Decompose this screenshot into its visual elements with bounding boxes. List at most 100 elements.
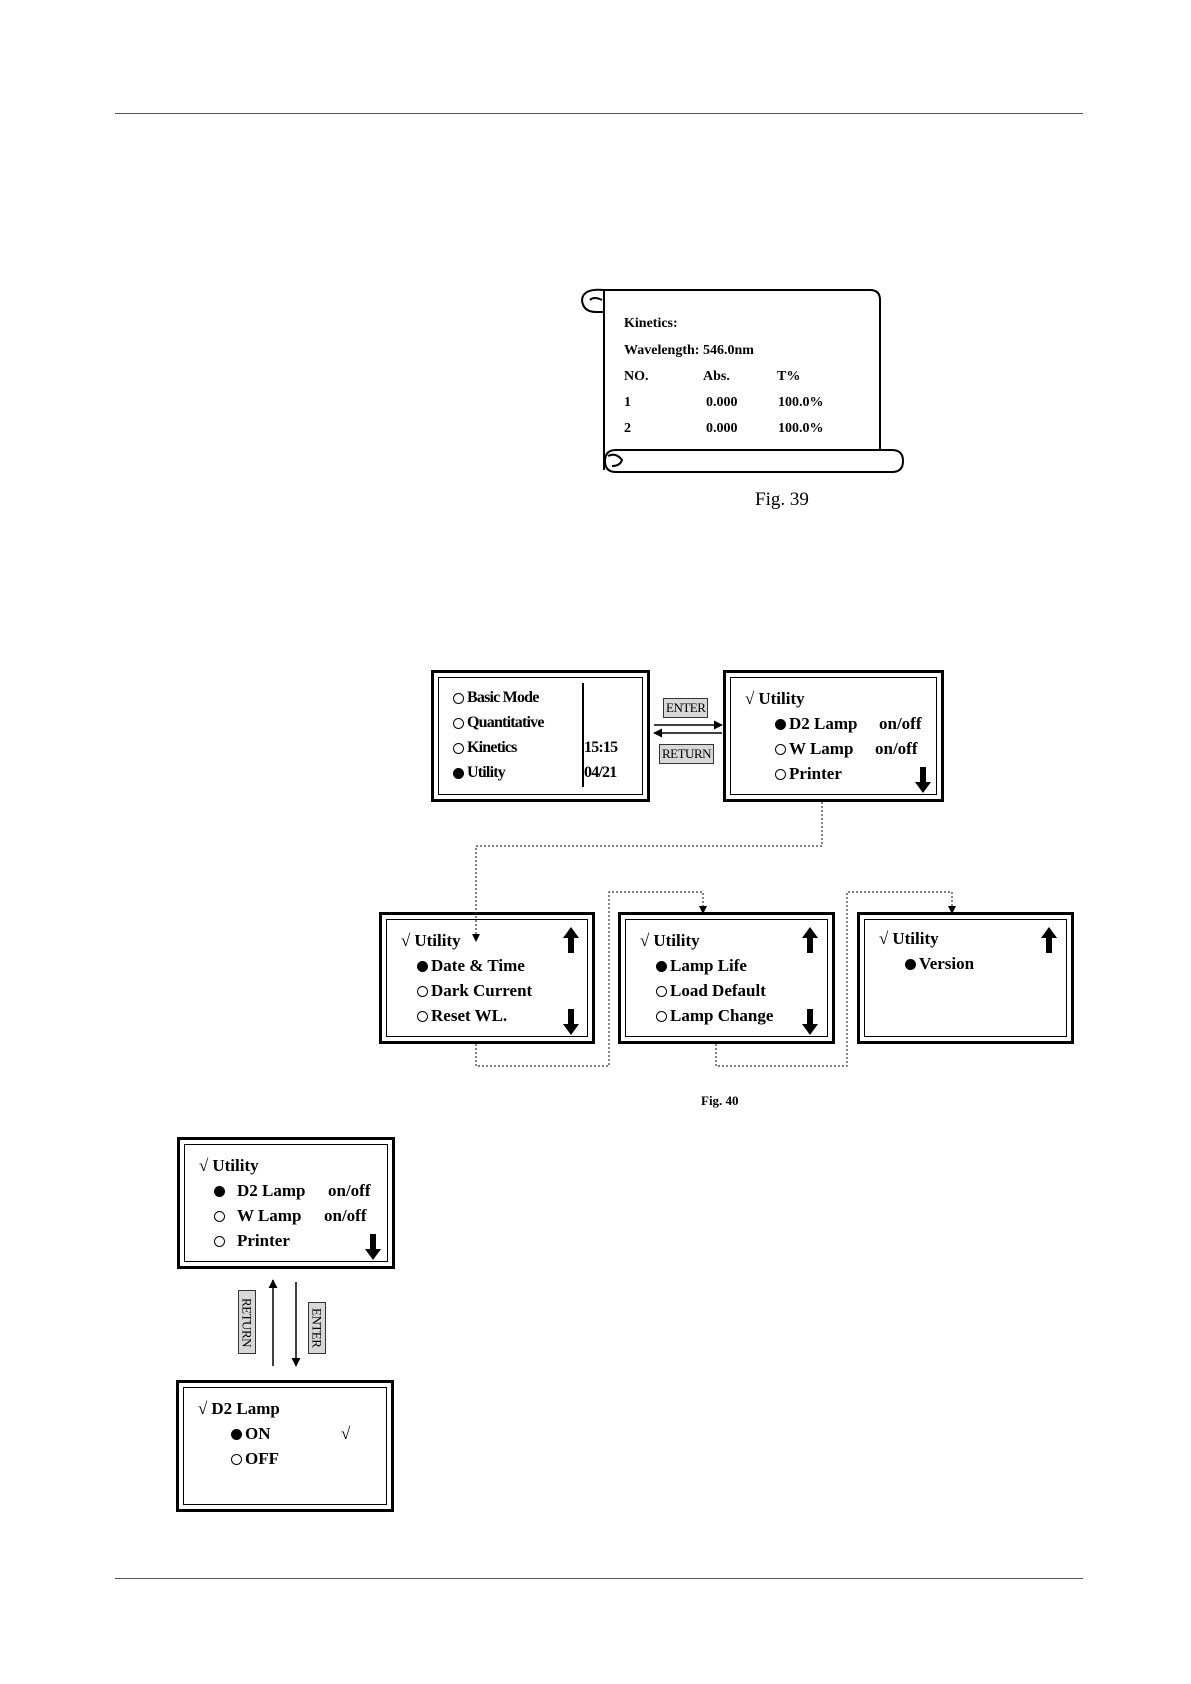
printout-row-abs: 0.000 <box>706 421 738 436</box>
screen-frame <box>864 919 1067 1037</box>
option-lamp-change[interactable]: Lamp Change <box>656 1006 773 1026</box>
option-lamp-life[interactable]: Lamp Life <box>656 956 747 976</box>
option-value: on/off <box>875 739 918 758</box>
menu-divider <box>582 683 584 787</box>
fig39-caption: Fig. 39 <box>755 489 809 510</box>
screen-title: √Utility <box>199 1156 259 1175</box>
option-off[interactable]: OFF <box>231 1449 279 1469</box>
radio-empty-icon <box>214 1235 225 1247</box>
printout-row-t: 100.0% <box>778 395 824 410</box>
radio-filled-icon <box>214 1185 225 1197</box>
option-value: on/off <box>879 714 922 733</box>
radio-filled-icon <box>656 960 667 972</box>
radio-empty-icon <box>656 985 667 997</box>
menu-item-kinetics[interactable]: Kinetics <box>453 739 517 757</box>
option-w-lamp[interactable]: W Lamp <box>775 739 853 759</box>
printout-row-no: 1 <box>624 395 631 410</box>
return-key[interactable]: RETURN <box>238 1290 256 1354</box>
option-value: on/off <box>324 1206 367 1225</box>
radio-empty-icon <box>453 692 464 704</box>
radio-empty-icon <box>775 743 786 755</box>
check-icon: √ <box>401 931 411 950</box>
screen-frame <box>184 1144 388 1262</box>
header-rule <box>115 113 1083 114</box>
printout-header-t: T% <box>777 369 801 384</box>
radio-filled-icon <box>231 1428 242 1440</box>
enter-key[interactable]: ENTER <box>663 698 709 718</box>
screen-title: √Utility <box>879 929 939 948</box>
screen-title: √Utility <box>745 689 805 708</box>
radio-empty-icon <box>214 1210 225 1222</box>
arrow-up-icon <box>1041 927 1057 953</box>
option-dark-current[interactable]: Dark Current <box>417 981 532 1001</box>
screen-title: √Utility <box>640 931 700 950</box>
option-printer[interactable]: Printer <box>214 1231 290 1251</box>
arrow-down-icon <box>802 1009 818 1035</box>
fig40-caption: Fig. 40 <box>701 1093 739 1108</box>
option-date-time[interactable]: Date & Time <box>417 956 525 976</box>
utility-screen: √Utility D2 Lamp on/off W Lamp on/off Pr… <box>177 1137 395 1269</box>
radio-filled-icon <box>453 767 464 779</box>
radio-filled-icon <box>417 960 428 972</box>
printout-title: Kinetics: <box>624 316 678 331</box>
option-load-default[interactable]: Load Default <box>656 981 766 1001</box>
option-version[interactable]: Version <box>905 954 974 974</box>
screen-title: √Utility <box>401 931 461 950</box>
screen-frame <box>438 677 643 795</box>
d2-lamp-screen: √D2 Lamp ON √ OFF <box>176 1380 394 1512</box>
radio-filled-icon <box>775 718 786 730</box>
radio-empty-icon <box>417 1010 428 1022</box>
footer-rule <box>115 1578 1083 1579</box>
radio-empty-icon <box>231 1453 242 1465</box>
arrow-down-icon <box>365 1234 381 1260</box>
clock-date: 04/21 <box>584 764 617 781</box>
arrow-down-icon <box>563 1009 579 1035</box>
enter-key[interactable]: ENTER <box>308 1302 326 1354</box>
clock-time: 15:15 <box>584 739 618 756</box>
screen-frame <box>183 1387 387 1505</box>
option-d2-lamp[interactable]: D2 Lamp <box>214 1181 305 1201</box>
menu-item-quantitative[interactable]: Quantitative <box>453 714 544 732</box>
printout-row-no: 2 <box>624 421 631 436</box>
option-printer[interactable]: Printer <box>775 764 842 784</box>
check-icon: √ <box>745 689 755 708</box>
radio-empty-icon <box>453 742 464 754</box>
printout-header-abs: Abs. <box>703 369 730 384</box>
check-icon: √ <box>879 929 889 948</box>
main-menu-screen: Basic Mode Quantitative Kinetics Utility… <box>431 670 650 802</box>
printout-row-abs: 0.000 <box>706 395 738 410</box>
printout-wavelength: Wavelength: 546.0nm <box>624 343 754 358</box>
screen-title: √D2 Lamp <box>198 1399 280 1418</box>
menu-item-utility[interactable]: Utility <box>453 764 506 782</box>
selected-check-icon: √ <box>341 1424 351 1443</box>
option-w-lamp[interactable]: W Lamp <box>214 1206 301 1226</box>
utility-screen-page1: √Utility D2 Lamp on/off W Lamp on/off Pr… <box>723 670 944 802</box>
radio-filled-icon <box>905 958 916 970</box>
check-icon: √ <box>198 1399 208 1418</box>
radio-empty-icon <box>417 985 428 997</box>
utility-screen-page3: √Utility Lamp Life Load Default Lamp Cha… <box>618 912 835 1044</box>
option-d2-lamp[interactable]: D2 Lamp <box>775 714 857 734</box>
printout-header-no: NO. <box>624 369 649 384</box>
option-on[interactable]: ON <box>231 1424 271 1444</box>
printout-row-t: 100.0% <box>778 421 824 436</box>
option-reset-wl[interactable]: Reset WL. <box>417 1006 507 1026</box>
radio-empty-icon <box>656 1010 667 1022</box>
arrow-up-icon <box>802 927 818 953</box>
screen-frame <box>625 919 828 1037</box>
menu-item-basic-mode[interactable]: Basic Mode <box>453 689 539 707</box>
check-icon: √ <box>640 931 650 950</box>
radio-empty-icon <box>775 768 786 780</box>
screen-frame <box>730 677 937 795</box>
utility-screen-page2: √Utility Date & Time Dark Current Reset … <box>379 912 595 1044</box>
return-key[interactable]: RETURN <box>659 744 714 764</box>
check-icon: √ <box>199 1156 209 1175</box>
screen-frame <box>386 919 588 1037</box>
utility-screen-page4: √Utility Version <box>857 912 1074 1044</box>
arrow-down-icon <box>915 767 931 793</box>
radio-empty-icon <box>453 717 464 729</box>
option-value: on/off <box>328 1181 371 1200</box>
